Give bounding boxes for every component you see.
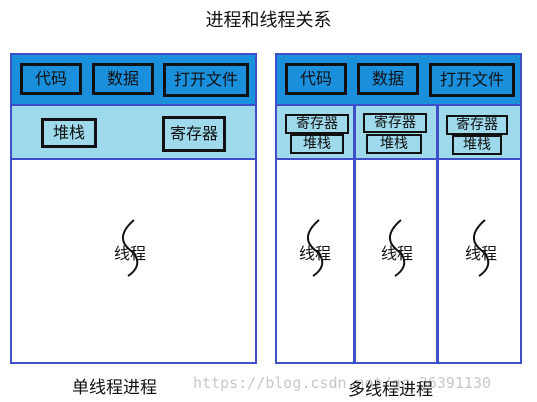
multi-register-box-1: 寄存器	[285, 114, 349, 134]
multi-thread-caption: 多线程进程	[348, 380, 433, 400]
multi-thread-label-2: 线程	[381, 244, 414, 263]
watermark-url: https://blog.csdn.net/qq_36391130	[193, 374, 492, 392]
single-data-box: 数据	[92, 63, 154, 95]
multi-stack-box-2: 堆栈	[366, 134, 422, 154]
diagram-title: 进程和线程关系	[205, 10, 332, 31]
multi-code-box: 代码	[285, 63, 347, 95]
multi-register-box-3: 寄存器	[446, 115, 508, 135]
single-stack-box: 堆栈	[41, 118, 97, 148]
multi-open-files-box: 打开文件	[429, 63, 515, 97]
multi-stack-box-1: 堆栈	[290, 134, 344, 154]
single-register-box: 寄存器	[162, 116, 226, 152]
multi-thread-icon-3	[473, 219, 490, 277]
multi-data-box: 数据	[357, 63, 419, 95]
multi-thread-icon-2	[389, 219, 406, 277]
multi-stack-box-3: 堆栈	[452, 135, 502, 155]
single-thread-caption: 单线程进程	[72, 378, 157, 398]
multi-column-divider	[353, 104, 356, 364]
multi-thread-icon-1	[307, 219, 324, 277]
single-code-box: 代码	[20, 63, 82, 95]
single-thread-label: 线程	[114, 244, 147, 263]
multi-column-divider	[436, 104, 439, 364]
multi-thread-label-1: 线程	[299, 244, 332, 263]
single-open-files-box: 打开文件	[163, 63, 249, 97]
multi-thread-label-3: 线程	[465, 244, 498, 263]
multi-register-box-2: 寄存器	[363, 113, 427, 133]
single-thread-icon	[122, 219, 139, 277]
